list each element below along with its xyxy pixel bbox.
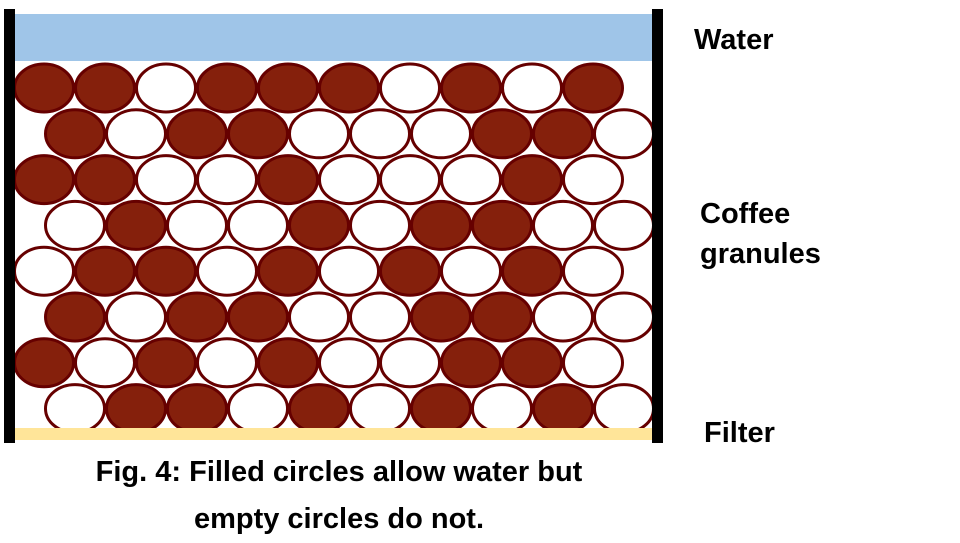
filled-granule: [501, 245, 563, 297]
empty-granule: [593, 291, 655, 343]
empty-granule: [379, 337, 441, 389]
empty-granule: [562, 245, 624, 297]
filled-granule: [74, 154, 136, 206]
empty-granule: [196, 154, 258, 206]
filled-granule: [166, 108, 228, 160]
empty-granule: [593, 383, 655, 435]
filter-layer: [14, 428, 656, 440]
water-layer: [14, 14, 656, 61]
empty-granule: [562, 337, 624, 389]
filled-granule: [501, 337, 563, 389]
empty-granule: [105, 291, 167, 343]
filled-granule: [257, 337, 319, 389]
empty-granule: [135, 154, 197, 206]
empty-granule: [74, 337, 136, 389]
filled-granule: [562, 62, 624, 114]
filled-granule: [471, 291, 533, 343]
empty-granule: [471, 383, 533, 435]
empty-granule: [440, 154, 502, 206]
filled-granule: [13, 62, 75, 114]
filled-granule: [105, 199, 167, 251]
empty-granule: [410, 108, 472, 160]
filled-granule: [257, 245, 319, 297]
filled-granule: [135, 245, 197, 297]
empty-granule: [532, 291, 594, 343]
right-wall: [652, 9, 663, 443]
filled-granule: [288, 383, 350, 435]
empty-granule: [562, 154, 624, 206]
empty-granule: [44, 383, 106, 435]
filled-granule: [410, 383, 472, 435]
filled-granule: [532, 108, 594, 160]
filled-granule: [74, 245, 136, 297]
empty-granule: [44, 199, 106, 251]
filled-granule: [44, 291, 106, 343]
filled-granule: [410, 291, 472, 343]
water-label: Water: [694, 24, 774, 56]
filled-granule: [257, 154, 319, 206]
filled-granule: [105, 383, 167, 435]
empty-granule: [13, 245, 75, 297]
empty-granule: [135, 62, 197, 114]
filled-granule: [501, 154, 563, 206]
filled-granule: [227, 108, 289, 160]
empty-granule: [196, 337, 258, 389]
empty-granule: [593, 199, 655, 251]
filled-granule: [257, 62, 319, 114]
filled-granule: [379, 245, 441, 297]
filled-granule: [44, 108, 106, 160]
filled-granule: [532, 383, 594, 435]
filter-label: Filter: [704, 417, 775, 449]
filled-granule: [166, 383, 228, 435]
empty-granule: [227, 383, 289, 435]
empty-granule: [593, 108, 655, 160]
filled-granule: [13, 337, 75, 389]
empty-granule: [349, 199, 411, 251]
caption-line2: empty circles do not.: [193, 503, 485, 535]
empty-granule: [288, 291, 350, 343]
filled-granule: [166, 291, 228, 343]
coffee-granules: [13, 62, 655, 435]
filled-granule: [440, 62, 502, 114]
filled-granule: [288, 199, 350, 251]
empty-granule: [379, 62, 441, 114]
empty-granule: [288, 108, 350, 160]
empty-granule: [196, 245, 258, 297]
empty-granule: [532, 199, 594, 251]
filled-granule: [410, 199, 472, 251]
filled-granule: [74, 62, 136, 114]
empty-granule: [349, 383, 411, 435]
empty-granule: [501, 62, 563, 114]
filled-granule: [227, 291, 289, 343]
empty-granule: [318, 337, 380, 389]
caption-line1: Fig. 4: Filled circles allow water but: [95, 456, 583, 488]
empty-granule: [349, 108, 411, 160]
empty-granule: [318, 245, 380, 297]
empty-granule: [379, 154, 441, 206]
empty-granule: [166, 199, 228, 251]
coffee-granules-label: Coffee granules: [700, 194, 821, 274]
filled-granule: [471, 108, 533, 160]
coffee-label-line2: granules: [700, 238, 821, 270]
empty-granule: [318, 154, 380, 206]
filled-granule: [471, 199, 533, 251]
filled-granule: [440, 337, 502, 389]
coffee-label-line1: Coffee: [700, 198, 791, 230]
empty-granule: [105, 108, 167, 160]
filled-granule: [135, 337, 197, 389]
empty-granule: [349, 291, 411, 343]
filled-granule: [196, 62, 258, 114]
filled-granule: [318, 62, 380, 114]
empty-granule: [227, 199, 289, 251]
figure-caption: Fig. 4: Filled circles allow water but e…: [40, 449, 638, 543]
filled-granule: [13, 154, 75, 206]
left-wall: [4, 9, 15, 443]
empty-granule: [440, 245, 502, 297]
